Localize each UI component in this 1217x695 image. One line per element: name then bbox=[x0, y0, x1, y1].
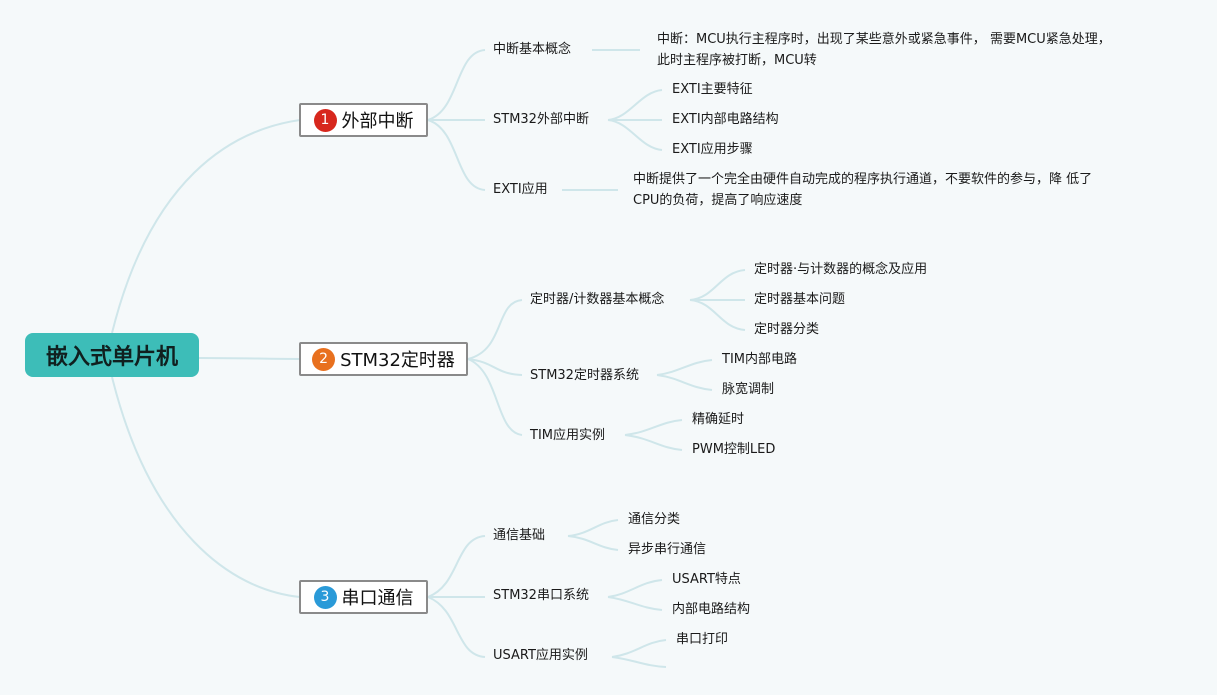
root-node[interactable]: 嵌入式单片机 bbox=[25, 333, 199, 377]
leaf-serial-print[interactable]: 串口打印 bbox=[676, 632, 729, 647]
root-label: 嵌入式单片机 bbox=[45, 345, 178, 370]
branch-label: STM32定时器 bbox=[340, 350, 455, 371]
leaf-exti-features[interactable]: EXTI主要特征 bbox=[672, 82, 753, 97]
branch-node-serial-comm[interactable]: 3 串口通信 bbox=[299, 580, 428, 614]
topic-exti-application[interactable]: EXTI应用 bbox=[493, 182, 548, 197]
branch-label: 外部中断 bbox=[341, 111, 414, 132]
topic-stm32-uart-system[interactable]: STM32串口系统 bbox=[493, 588, 589, 603]
leaf-internal-circuit[interactable]: 内部电路结构 bbox=[672, 602, 751, 617]
leaf-timer-types[interactable]: 定时器分类 bbox=[754, 322, 820, 337]
topic-timer-counter-basics[interactable]: 定时器/计数器基本概念 bbox=[530, 292, 665, 307]
leaf-precise-delay[interactable]: 精确延时 bbox=[692, 412, 745, 427]
topic-stm32-external-interrupt[interactable]: STM32外部中断 bbox=[493, 112, 589, 127]
leaf-tim-circuit[interactable]: TIM内部电路 bbox=[722, 352, 797, 367]
leaf-timer-questions[interactable]: 定时器基本问题 bbox=[754, 292, 846, 307]
leaf-async-serial[interactable]: 异步串行通信 bbox=[628, 542, 707, 557]
branch-node-external-interrupt[interactable]: 1 外部中断 bbox=[299, 103, 428, 137]
branch-number-badge: 1 bbox=[313, 108, 337, 132]
note-line: CPU的负荷，提高了响应速度 bbox=[633, 193, 803, 208]
topic-usart-examples[interactable]: USART应用实例 bbox=[493, 648, 588, 663]
branch-number-badge: 2 bbox=[312, 347, 336, 371]
branch-number-badge: 3 bbox=[313, 585, 337, 609]
note-line: 此时主程序被打断，MCU转 bbox=[657, 53, 817, 68]
note-line: 中断提供了一个完全由硬件自动完成的程序执行通道，不要软件的参与，降 低了 bbox=[633, 172, 1093, 187]
leaf-pwm-led[interactable]: PWM控制LED bbox=[692, 442, 776, 457]
topic-tim-examples[interactable]: TIM应用实例 bbox=[530, 428, 605, 443]
leaf-exti-circuit[interactable]: EXTI内部电路结构 bbox=[672, 112, 779, 127]
leaf-comm-types[interactable]: 通信分类 bbox=[628, 512, 681, 527]
topic-interrupt-basics[interactable]: 中断基本概念 bbox=[493, 42, 572, 57]
topic-comm-basics[interactable]: 通信基础 bbox=[493, 528, 546, 543]
leaf-exti-steps[interactable]: EXTI应用步骤 bbox=[672, 142, 753, 157]
leaf-pwm[interactable]: 脉宽调制 bbox=[722, 382, 775, 397]
branch-label: 串口通信 bbox=[341, 588, 414, 609]
topic-stm32-timer-system[interactable]: STM32定时器系统 bbox=[530, 368, 639, 383]
leaf-usart-features[interactable]: USART特点 bbox=[672, 572, 741, 587]
note-line: 中断：MCU执行主程序时，出现了某些意外或紧急事件， 需要MCU紧急处理， bbox=[657, 32, 1111, 47]
leaf-timer-concept[interactable]: 定时器·与计数器的概念及应用 bbox=[754, 262, 928, 277]
branch-node-stm32-timer[interactable]: 2 STM32定时器 bbox=[299, 342, 468, 376]
